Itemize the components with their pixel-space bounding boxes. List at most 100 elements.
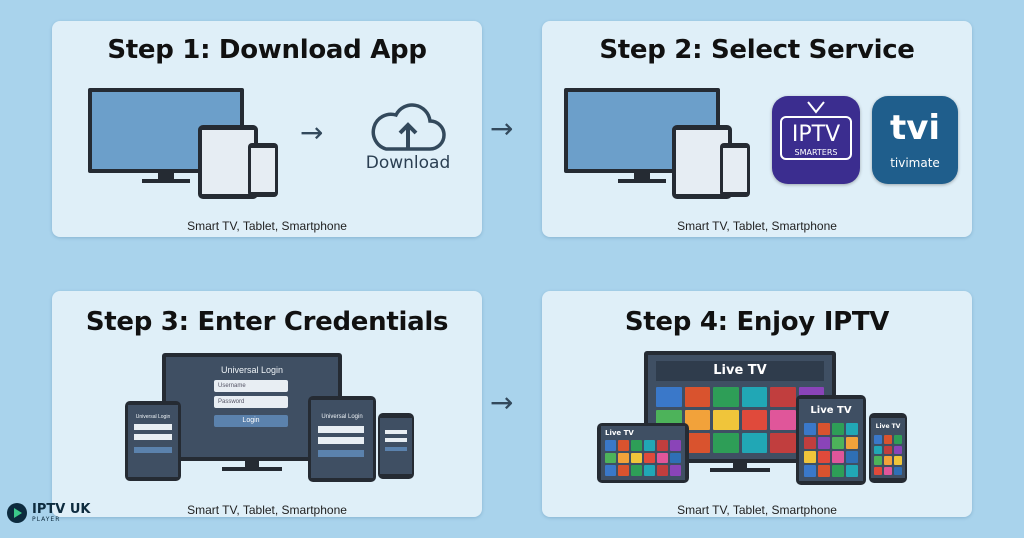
iptv-smarters-app-icon[interactable]: IPTV SMARTERS [772,96,860,184]
channel-tile[interactable] [713,410,739,430]
channel-tile[interactable] [618,452,629,464]
channel-tile[interactable] [894,466,902,475]
live-tv-header: Live TV [656,361,824,381]
channel-tile[interactable] [657,440,668,451]
step-3-title: Step 3: Enter Credentials [85,307,449,337]
password-field[interactable]: Password [214,396,288,408]
channel-tile[interactable] [684,410,710,430]
channel-grid-small [605,440,681,476]
channel-tile[interactable] [741,387,767,407]
channel-tile[interactable] [804,437,816,449]
monitor-stand-icon [222,461,282,471]
live-tv-label-tablet: Live TV [605,429,634,437]
tablet-icon [198,125,258,199]
channel-tile[interactable] [713,433,739,453]
channel-tile[interactable] [884,445,892,454]
channel-tile[interactable] [818,437,830,449]
logo-text: IPTV UK [32,502,91,517]
channel-tile[interactable] [656,387,682,407]
tablet-live-tv-left: Live TV [597,423,689,483]
channel-tile[interactable] [894,456,902,465]
channel-tile[interactable] [818,423,830,435]
channel-tile[interactable] [644,465,655,476]
tivimate-app-icon[interactable]: tvi tivimate [872,96,958,184]
channel-tile[interactable] [605,465,616,476]
smartphone-icon [248,143,278,197]
channel-tile[interactable] [894,445,902,454]
channel-tile[interactable] [818,465,830,477]
channel-tile[interactable] [631,440,642,451]
channel-tile[interactable] [874,435,882,444]
channel-tile[interactable] [670,465,681,476]
channel-tile[interactable] [770,433,796,453]
channel-tile[interactable] [684,387,710,407]
channel-tile[interactable] [605,440,616,451]
password-field-placeholder: Password [218,399,245,405]
channel-tile[interactable] [804,465,816,477]
login-heading-small: Universal Login [135,414,171,420]
channel-tile[interactable] [874,445,882,454]
channel-tile[interactable] [670,452,681,464]
cloud-download-icon [371,103,446,151]
tv-antenna-icon [807,101,825,114]
channel-grid-phone [874,435,902,475]
channel-tile[interactable] [846,437,858,449]
channel-tile[interactable] [846,451,858,463]
step-2-title: Step 2: Select Service [599,35,915,65]
channel-tile[interactable] [884,456,892,465]
step-4-caption: Smart TV, Tablet, Smartphone [677,503,837,517]
tablet-icon [672,125,732,199]
username-field[interactable]: Username [214,380,288,392]
step-1-caption: Smart TV, Tablet, Smartphone [187,219,347,233]
step-4-card: Step 4: Enjoy IPTV Live TV Live TV Live … [542,291,972,517]
channel-tile[interactable] [670,440,681,451]
tivimate-line2: tivimate [890,156,940,170]
tivimate-line1: tvi [889,108,941,148]
username-field-placeholder: Username [218,383,246,389]
channel-tile[interactable] [874,456,882,465]
channel-tile[interactable] [874,466,882,475]
channel-tile[interactable] [657,465,668,476]
login-button[interactable]: Login [214,415,288,427]
channel-tile[interactable] [605,452,616,464]
login-heading: Universal Login [220,365,284,375]
channel-tile[interactable] [832,423,844,435]
live-tv-label-phone: Live TV [875,423,901,430]
tablet-login-screen-left: Universal Login [125,401,181,481]
step-1-title: Step 1: Download App [107,35,427,65]
channel-tile[interactable] [657,452,668,464]
channel-tile[interactable] [618,465,629,476]
channel-tile[interactable] [804,423,816,435]
channel-tile[interactable] [644,452,655,464]
channel-tile[interactable] [741,433,767,453]
live-tv-label-right-tablet: Live TV [810,405,852,416]
channel-tile[interactable] [846,423,858,435]
channel-tile[interactable] [618,440,629,451]
brand-logo: IPTV UK PLAYER [6,502,90,524]
channel-tile[interactable] [644,440,655,451]
play-logo-icon [7,503,27,523]
channel-tile[interactable] [832,465,844,477]
iptv-smarters-line2: SMARTERS [794,148,838,157]
channel-tile[interactable] [631,452,642,464]
arrow-right-icon: → [490,112,514,145]
channel-tile[interactable] [713,387,739,407]
channel-tile[interactable] [884,435,892,444]
channel-tile[interactable] [894,435,902,444]
tablet-live-tv-right: Live TV [796,395,866,485]
download-label: Download [365,153,451,173]
channel-tile[interactable] [832,437,844,449]
channel-tile[interactable] [846,465,858,477]
channel-tile[interactable] [832,451,844,463]
channel-tile[interactable] [770,387,796,407]
arrow-right-icon: → [300,116,324,149]
channel-tile[interactable] [741,410,767,430]
channel-tile[interactable] [884,466,892,475]
step-4-title: Step 4: Enjoy IPTV [624,307,890,337]
channel-tile[interactable] [631,465,642,476]
channel-grid-tablet [804,423,858,477]
channel-tile[interactable] [770,410,796,430]
channel-tile[interactable] [804,451,816,463]
channel-tile[interactable] [818,451,830,463]
channel-tile[interactable] [684,433,710,453]
